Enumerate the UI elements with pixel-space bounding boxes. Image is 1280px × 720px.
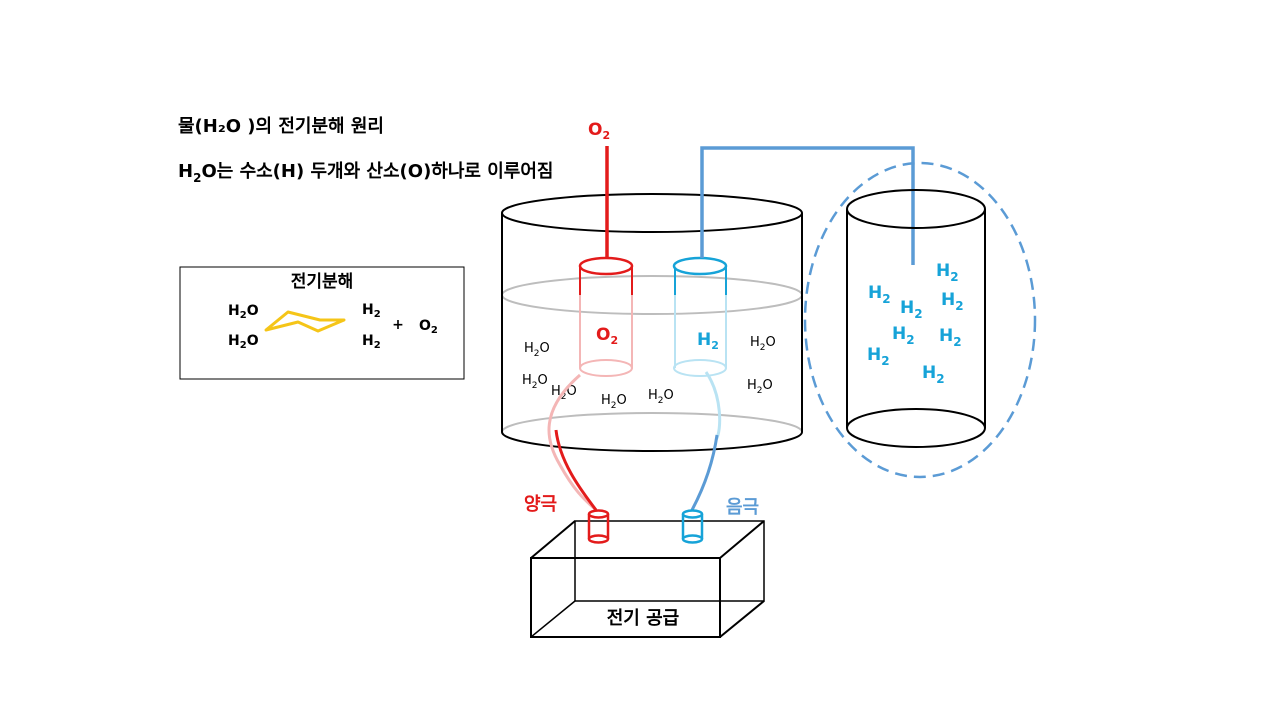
diagram-title: 물(H₂O )의 전기분해 원리 bbox=[178, 116, 384, 137]
equation-reactant: H2O bbox=[228, 333, 259, 351]
molecule-structure-icon bbox=[264, 310, 346, 333]
anode-tube: O2 bbox=[578, 256, 634, 377]
hydrogen-molecule: H2 bbox=[867, 345, 890, 368]
electrolysis-tank bbox=[501, 193, 803, 452]
collector-highlight-ring bbox=[803, 161, 1037, 479]
cathode-tube-label: H2 bbox=[697, 330, 719, 352]
cathode-tube: H2 bbox=[672, 256, 728, 377]
equation-box: 전기분해 H2O H2O H2 H2 + O2 bbox=[179, 266, 465, 380]
cathode-terminal bbox=[681, 509, 704, 544]
hydrogen-molecule: H2 bbox=[939, 326, 962, 349]
hydrogen-molecule: H2 bbox=[892, 324, 915, 347]
water-molecule: H2O bbox=[648, 388, 674, 406]
hydrogen-molecule: H2 bbox=[868, 283, 891, 306]
water-molecule: H2O bbox=[551, 384, 577, 402]
hydrogen-molecule: H2 bbox=[900, 298, 923, 321]
hydrogen-molecule: H2 bbox=[922, 363, 945, 386]
hydrogen-molecule: H2 bbox=[941, 290, 964, 313]
cathode-wire bbox=[690, 434, 719, 511]
svg-text:H2O: H2O bbox=[228, 333, 259, 351]
svg-text:H2O: H2O bbox=[228, 303, 259, 321]
cathode-label: 음극 bbox=[726, 497, 759, 518]
anode-tube-label: O2 bbox=[596, 325, 618, 347]
hydrogen-molecule: H2 bbox=[936, 261, 959, 284]
hydrogen-transfer-pipe bbox=[700, 146, 915, 265]
tank-rim bbox=[501, 193, 803, 233]
oxygen-outlet-label: O2 bbox=[588, 120, 610, 142]
power-supply-label: 전기 공급 bbox=[607, 608, 680, 629]
anode-label: 양극 bbox=[524, 494, 557, 515]
water-molecule: H2O bbox=[522, 373, 548, 391]
water-molecule: H2O bbox=[750, 335, 776, 353]
water-molecule: H2O bbox=[601, 393, 627, 411]
anode-wire bbox=[554, 429, 598, 511]
equation-title: 전기분해 bbox=[291, 272, 354, 292]
water-surface bbox=[501, 275, 803, 315]
equation-reactant: H2O bbox=[228, 303, 259, 321]
anode-terminal bbox=[587, 509, 610, 544]
water-molecule: H2O bbox=[524, 341, 550, 359]
diagram-subtitle: H2O는 수소(H) 두개와 산소(O)하나로 이루어짐 bbox=[178, 161, 553, 185]
hydrogen-collector bbox=[846, 189, 986, 448]
water-molecule: H2O bbox=[747, 378, 773, 396]
plus-sign: + bbox=[392, 317, 404, 333]
cathode-wire-submerged bbox=[704, 371, 722, 441]
anode-wire-submerged bbox=[547, 373, 598, 512]
